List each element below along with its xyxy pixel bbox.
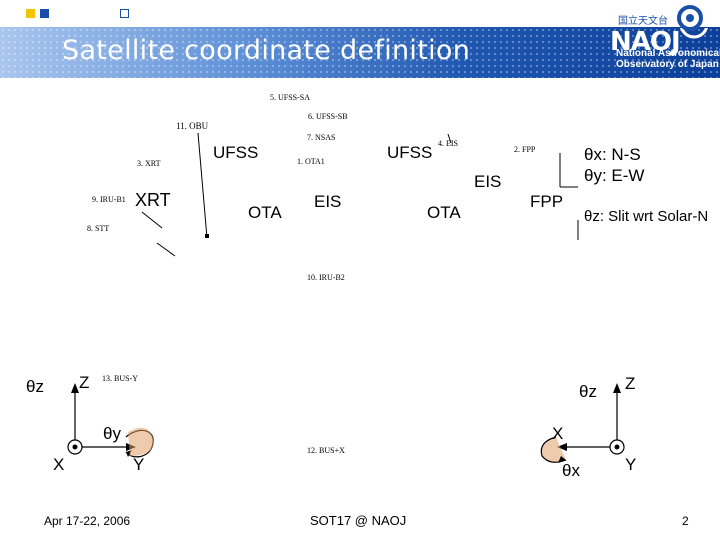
label-xrt-number: 3. XRT xyxy=(137,159,161,168)
label-ufss-sb: 6. UFSS-SB xyxy=(308,112,348,121)
decor-square-blue xyxy=(40,9,49,18)
axis-left-y: Y xyxy=(133,455,145,474)
footer-center: SOT17 @ NAOJ xyxy=(310,513,407,528)
component-eis-right: EIS xyxy=(474,172,502,191)
logo-swirl-icon xyxy=(677,5,703,31)
label-bus-x: 12. BUS+X xyxy=(307,446,345,455)
label-iru-b2: 10. IRU-B2 xyxy=(307,273,345,282)
axis-right-theta-x: θx xyxy=(562,461,580,480)
logo-line-1: National Astronomical xyxy=(616,48,720,59)
component-ufss-left: UFSS xyxy=(213,143,259,162)
naoj-logo: NAOJ National Astronomical Observatory o… xyxy=(608,28,720,70)
naoj-logo-mark: NAOJ xyxy=(610,28,708,57)
component-xrt: XRT xyxy=(135,190,171,210)
axis-right-y: Y xyxy=(625,455,637,474)
logo-kanji: 国立天文台 xyxy=(618,16,668,27)
naoj-logo-text: NAOJ xyxy=(610,28,680,57)
axis-left-x: X xyxy=(53,455,65,474)
note-theta-z: θz: Slit wrt Solar-N xyxy=(584,208,709,225)
label-eis-number: 4. EIS xyxy=(438,139,458,148)
axis-right-z: Z xyxy=(625,374,636,393)
label-nsas: 7. NSAS xyxy=(307,133,336,142)
label-ufss-sa: 5. UFSS-SA xyxy=(270,93,311,102)
note-theta-x: θx: N-S xyxy=(584,145,641,164)
axis-left-z: Z xyxy=(79,373,90,392)
axis-left-theta-z: θz xyxy=(26,377,44,396)
footer-date: Apr 17-22, 2006 xyxy=(44,514,131,528)
component-eis-center: EIS xyxy=(314,192,342,211)
component-ota-right: OTA xyxy=(427,203,461,222)
note-theta-y: θy: E-W xyxy=(584,166,645,185)
label-obu: 11. OBU xyxy=(176,121,209,131)
component-ota-left: OTA xyxy=(248,203,282,222)
label-stt: 8. STT xyxy=(87,224,110,233)
component-fpp: FPP xyxy=(530,192,564,211)
axis-left-theta-y: θy xyxy=(103,424,121,443)
header-band xyxy=(0,27,720,78)
component-ufss-right: UFSS xyxy=(387,143,433,162)
header: Satellite coordinate definition NAOJ Nat… xyxy=(0,0,720,96)
decor-square-yellow xyxy=(26,9,35,18)
label-iru-b1: 9. IRU-B1 xyxy=(92,195,126,204)
label-fpp-number: 2. FPP xyxy=(514,145,536,154)
logo-line-2: Observatory of Japan xyxy=(616,59,719,70)
page-number: 2 xyxy=(682,514,689,528)
axis-right-x: X xyxy=(552,424,564,443)
decor-square-outline xyxy=(120,9,129,18)
axis-right-theta-z: θz xyxy=(579,382,597,401)
page-title: Satellite coordinate definition xyxy=(62,35,471,66)
label-ota1: 1. OTA1 xyxy=(297,157,325,166)
label-bus-y: 13. BUS-Y xyxy=(102,374,139,383)
